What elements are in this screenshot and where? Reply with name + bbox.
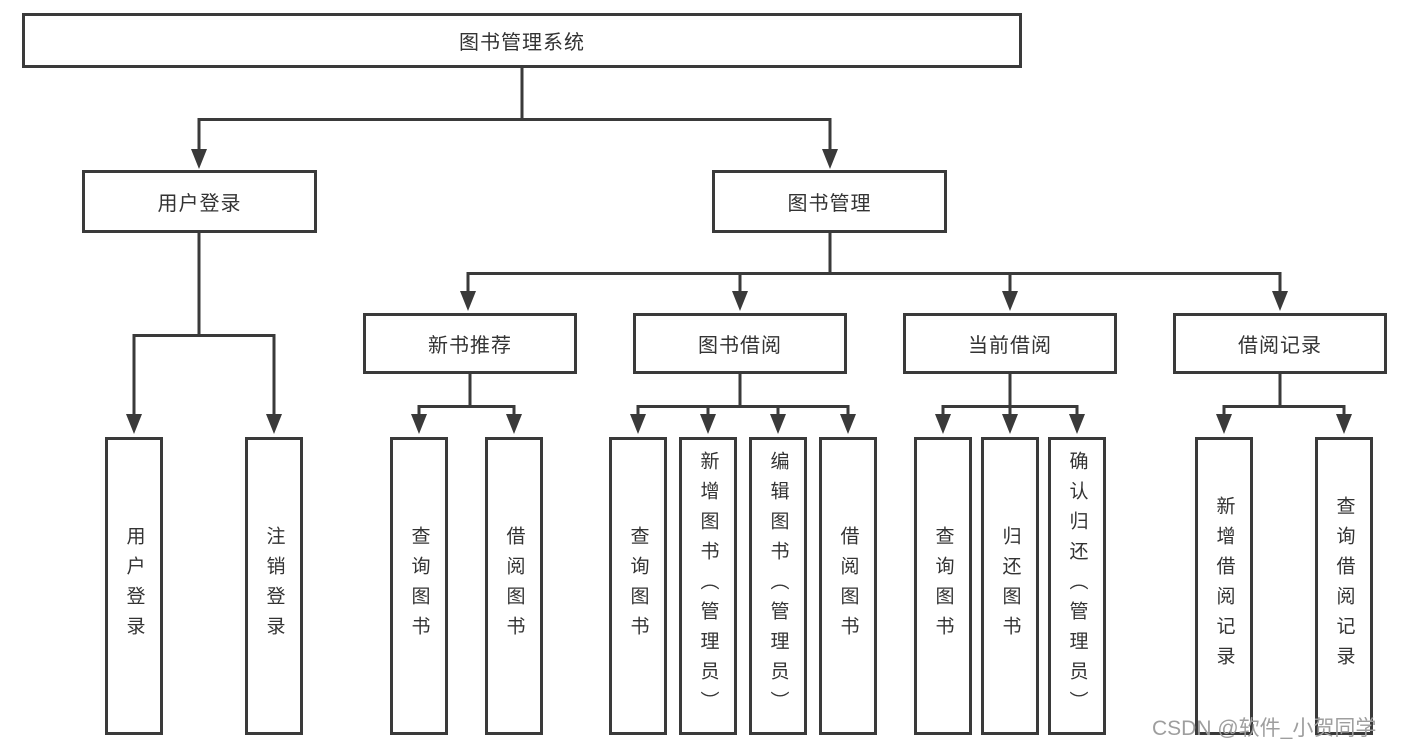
arrow-borrow-records <box>1272 291 1288 311</box>
node-leaf-add-borrow-record: 新增借阅记录 <box>1195 437 1253 735</box>
node-book-mgmt-label: 图书管理 <box>787 193 872 215</box>
node-book-borrow: 图书借阅 <box>633 313 847 374</box>
connector-currentborrow-leaves <box>941 374 1079 418</box>
node-user-login: 用户登录 <box>82 170 317 233</box>
arrowheads <box>126 149 1352 434</box>
node-leaf-borrow-books-1: 借阅图书 <box>485 437 543 735</box>
node-leaf-return-books-label: 归还图书 <box>999 526 1021 646</box>
node-leaf-query-books-2: 查询图书 <box>609 437 667 735</box>
node-leaf-user-login-label: 用户登录 <box>123 526 145 646</box>
arrow-new-books <box>460 291 476 311</box>
node-borrow-records-label: 借阅记录 <box>1238 335 1322 357</box>
node-leaf-logout-label: 注销登录 <box>263 526 285 646</box>
arrow-leaf-13 <box>1336 414 1352 434</box>
connector-newbooks-leaves <box>417 374 516 418</box>
arrow-leaf-2 <box>266 414 282 434</box>
node-leaf-edit-books-admin-label: 编辑图书（管理员） <box>767 451 789 721</box>
arrow-current-borrow <box>1002 291 1018 311</box>
node-leaf-add-books-admin: 新增图书（管理员） <box>679 437 737 735</box>
arrow-leaf-7 <box>770 414 786 434</box>
node-leaf-return-books: 归还图书 <box>981 437 1039 735</box>
node-leaf-query-books-2-label: 查询图书 <box>627 526 649 646</box>
node-new-books: 新书推荐 <box>363 313 577 374</box>
node-current-borrow-label: 当前借阅 <box>968 335 1052 357</box>
arrow-leaf-5 <box>630 414 646 434</box>
node-leaf-query-borrow-record-label: 查询借阅记录 <box>1333 496 1355 676</box>
arrow-leaf-4 <box>506 414 522 434</box>
arrow-leaf-8 <box>840 414 856 434</box>
arrow-leaf-11 <box>1069 414 1085 434</box>
node-leaf-query-borrow-record: 查询借阅记录 <box>1315 437 1373 735</box>
node-leaf-edit-books-admin: 编辑图书（管理员） <box>749 437 807 735</box>
node-root: 图书管理系统 <box>22 13 1022 68</box>
node-leaf-confirm-return-admin: 确认归还（管理员） <box>1048 437 1106 735</box>
node-leaf-logout: 注销登录 <box>245 437 303 735</box>
node-new-books-label: 新书推荐 <box>428 335 512 357</box>
connector-userlogin-leaves <box>132 233 276 418</box>
node-leaf-borrow-books-2-label: 借阅图书 <box>837 526 859 646</box>
arrow-leaf-3 <box>411 414 427 434</box>
node-leaf-confirm-return-admin-label: 确认归还（管理员） <box>1066 451 1088 721</box>
arrow-book-borrow <box>732 291 748 311</box>
arrow-user-login <box>191 149 207 169</box>
arrow-leaf-1 <box>126 414 142 434</box>
arrow-leaf-10 <box>1002 414 1018 434</box>
connector-bookmgmt-level3 <box>466 233 1282 295</box>
node-borrow-records: 借阅记录 <box>1173 313 1387 374</box>
node-leaf-borrow-books-2: 借阅图书 <box>819 437 877 735</box>
arrow-leaf-12 <box>1216 414 1232 434</box>
node-current-borrow: 当前借阅 <box>903 313 1117 374</box>
connector-root-level2 <box>197 68 832 152</box>
node-leaf-add-books-admin-label: 新增图书（管理员） <box>697 451 719 721</box>
arrow-leaf-9 <box>935 414 951 434</box>
connector-bookborrow-leaves <box>636 374 850 418</box>
node-leaf-add-borrow-record-label: 新增借阅记录 <box>1213 496 1235 676</box>
node-leaf-query-books-3-label: 查询图书 <box>932 526 954 646</box>
node-book-mgmt: 图书管理 <box>712 170 947 233</box>
arrow-book-mgmt <box>822 149 838 169</box>
node-root-label: 图书管理系统 <box>459 32 585 54</box>
node-leaf-query-books-1: 查询图书 <box>390 437 448 735</box>
node-user-login-label: 用户登录 <box>157 193 242 215</box>
node-book-borrow-label: 图书借阅 <box>698 335 782 357</box>
connector-borrowrecords-leaves <box>1222 374 1346 418</box>
arrow-leaf-6 <box>700 414 716 434</box>
node-leaf-query-books-1-label: 查询图书 <box>408 526 430 646</box>
node-leaf-query-books-3: 查询图书 <box>914 437 972 735</box>
node-leaf-borrow-books-1-label: 借阅图书 <box>503 526 525 646</box>
node-leaf-user-login: 用户登录 <box>105 437 163 735</box>
watermark: CSDN @软件_小贺同学 <box>1152 717 1377 740</box>
